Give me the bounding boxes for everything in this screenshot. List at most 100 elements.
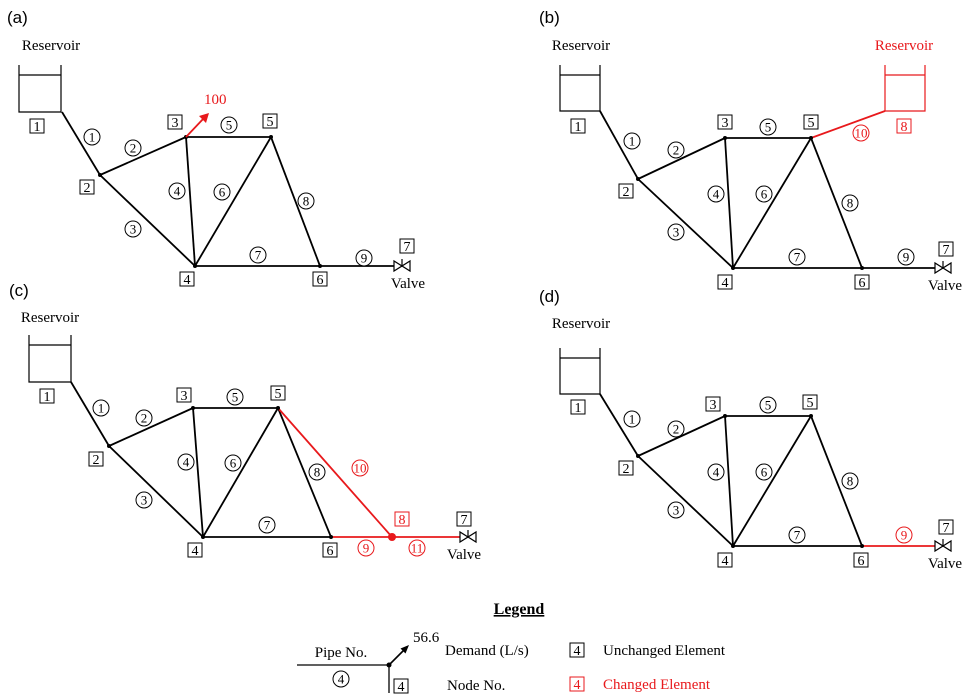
pipe-c-1: [70, 381, 110, 447]
pipe-marker-d-5: [759, 396, 777, 414]
pipe-label-b-1: 1: [629, 134, 636, 149]
reservoir-tank-d-1: [559, 348, 601, 395]
pipe-d-6: [732, 415, 812, 547]
node-box-a-6: [312, 271, 328, 287]
reservoir-label-a-1: Reservoir: [22, 38, 80, 54]
pipe-d-1: [599, 393, 639, 457]
pipe-b-10: [810, 110, 886, 139]
pipe-label-d-2: 2: [673, 422, 680, 437]
pipe-marker-c-11: [408, 539, 426, 557]
junction-dot-c-2: [107, 444, 111, 448]
pipe-label-b-10: 10: [855, 126, 868, 141]
pipe-marker-c-10: [351, 459, 369, 477]
node-label-d-1: 1: [575, 401, 582, 416]
pipe-label-c-8: 8: [314, 465, 321, 480]
junction-dot-d-3: [723, 414, 727, 418]
valve-label-c: Valve: [447, 547, 481, 563]
pipe-b-8: [810, 137, 863, 269]
pipe-marker-b-7: [788, 248, 806, 266]
pipe-marker-b-5: [759, 118, 777, 136]
node-box-c-6: [322, 542, 338, 558]
pipe-a-1: [61, 111, 101, 176]
node-box-a-3: [167, 114, 183, 130]
legend: Legend Pipe No. 4 56.6 Demand (L/s) 4 No…: [297, 601, 726, 695]
pipe-marker-d-3: [667, 501, 685, 519]
pipe-marker-a-1: [83, 128, 101, 146]
pipe-label-a-9: 9: [361, 251, 368, 266]
junction-dot-c-5: [276, 406, 280, 410]
junction-dot-c-3: [191, 406, 195, 410]
pipe-marker-d-6: [755, 463, 773, 481]
pipe-marker-b-9: [897, 248, 915, 266]
pipe-marker-c-6: [224, 454, 242, 472]
reservoir-tank-c-1: [28, 335, 72, 383]
pipe-label-c-3: 3: [141, 493, 148, 508]
panels-layer: (a)Reservoir1234567891234567Valve100(b)R…: [7, 8, 962, 572]
pipe-label-d-1: 1: [629, 412, 636, 427]
pipe-c-2: [108, 407, 194, 447]
node-box-a-1: [29, 118, 45, 134]
legend-pipe-marker: [332, 670, 350, 688]
junction-dot-a-2: [98, 173, 102, 177]
pipe-c-6: [202, 407, 279, 538]
reservoir-tank-b-8: [884, 65, 926, 112]
legend-node-no-label: Node No.: [447, 678, 505, 694]
junction-dot-a-6: [318, 264, 322, 268]
legend-title: Legend: [494, 601, 545, 618]
pipe-label-a-5: 5: [226, 118, 233, 133]
node-label-c-4: 4: [192, 544, 199, 559]
node-label-b-8: 8: [901, 120, 908, 135]
pipe-label-a-6: 6: [219, 185, 226, 200]
pipe-marker-a-3: [124, 220, 142, 238]
node-box-c-1: [39, 388, 55, 404]
pipe-b-1: [599, 110, 639, 180]
node-box-c-4: [187, 542, 203, 558]
legend-pipe-example: 4: [338, 672, 345, 687]
node-box-a-2: [79, 179, 95, 195]
pipe-label-d-7: 7: [794, 528, 801, 543]
junction-dot-c-8: [388, 533, 396, 541]
node-label-c-3: 3: [181, 389, 188, 404]
reservoir-label-d-1: Reservoir: [552, 316, 610, 332]
pipe-label-d-4: 4: [713, 465, 720, 480]
pipe-label-c-5: 5: [232, 390, 239, 405]
pipe-label-a-8: 8: [303, 194, 310, 209]
node-box-c-2: [88, 451, 104, 467]
pipe-a-6: [194, 136, 272, 267]
node-box-a-5: [262, 113, 278, 129]
panel-label-a: (a): [7, 8, 28, 27]
node-label-c-6: 6: [327, 544, 334, 559]
node-box-b-4: [717, 274, 733, 290]
pipe-marker-a-4: [168, 182, 186, 200]
node-label-d-2: 2: [623, 462, 630, 477]
pipe-marker-b-8: [841, 194, 859, 212]
demand-value-a: 100: [204, 92, 227, 108]
pipe-marker-d-7: [788, 526, 806, 544]
pipe-label-b-7: 7: [794, 250, 801, 265]
valve-label-d: Valve: [928, 556, 962, 572]
pipe-c-10: [277, 407, 393, 538]
node-box-a-7: [399, 238, 415, 254]
valve-label-b: Valve: [928, 278, 962, 294]
pipe-c-4: [192, 407, 204, 538]
pipe-label-b-3: 3: [673, 225, 680, 240]
node-label-c-1: 1: [44, 390, 51, 405]
legend-demand-value: 56.6: [413, 630, 440, 646]
node-box-d-3: [705, 396, 721, 412]
pipe-marker-c-9: [357, 539, 375, 557]
node-label-c-5: 5: [275, 387, 282, 402]
node-box-b-6: [854, 274, 870, 290]
node-box-b-2: [618, 183, 634, 199]
pipe-marker-d-8: [841, 472, 859, 490]
pipe-d-3: [637, 455, 734, 547]
reservoir-label-b-8: Reservoir: [875, 38, 933, 54]
pipe-label-c-4: 4: [183, 455, 190, 470]
pipe-label-b-8: 8: [847, 196, 854, 211]
node-box-d-6: [853, 552, 869, 568]
junction-dot-b-3: [723, 136, 727, 140]
node-label-b-7: 7: [943, 243, 950, 258]
pipe-label-a-3: 3: [130, 222, 137, 237]
pipe-c-3: [108, 445, 204, 538]
reservoir-label-c-1: Reservoir: [21, 310, 79, 326]
node-box-c-3: [176, 387, 192, 403]
